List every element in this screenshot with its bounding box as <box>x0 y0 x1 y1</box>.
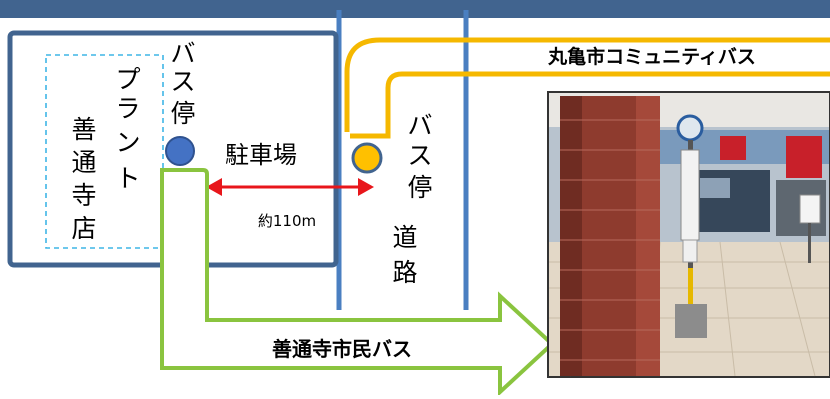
plant-label: プ ラ ン ト <box>115 65 140 193</box>
marugame-route-outer <box>344 37 830 132</box>
bus-stop-left-char: ス <box>170 67 195 96</box>
marugame-bus-label: 丸亀市コミュニティバス <box>547 45 756 68</box>
bus-stop-left-char: バ <box>170 39 195 68</box>
store-label-char: 店 <box>71 214 96 243</box>
bus-stop-left-char: 停 <box>170 99 195 128</box>
bus-stop-right-char: バ <box>407 111 432 140</box>
marugame-route-inner <box>350 71 830 139</box>
store-label-char: 通 <box>71 148 96 177</box>
bus-stop-left-label: バ ス 停 <box>170 39 195 128</box>
store-label-char: 寺 <box>71 181 96 210</box>
bus-stop-right-marker <box>351 142 383 174</box>
bus-stop-left-marker <box>165 136 195 166</box>
zentsuji-bus-label: 善通寺市民バス <box>272 337 412 361</box>
plant-label-char: プ <box>115 65 140 94</box>
bus-stop-right-char: 停 <box>407 173 432 202</box>
road-label-char: 道 <box>392 223 417 252</box>
plant-label-char: ラ <box>115 94 140 123</box>
distance-arrow <box>206 178 374 196</box>
bus-stop-right-char: ス <box>407 141 432 170</box>
bus-stop-photo <box>547 91 830 378</box>
plant-label-char: ン <box>115 128 140 157</box>
store-label-char: 善 <box>71 115 96 144</box>
store-label: 善 通 寺 店 <box>71 115 96 243</box>
distance-label: 約110m <box>258 212 316 230</box>
road-label-char: 路 <box>392 258 417 287</box>
road-label: 道 路 <box>392 223 417 287</box>
top-frame-bar <box>0 0 830 18</box>
zentsuji-route-arrow <box>160 168 555 397</box>
plant-store-box <box>45 54 164 249</box>
plant-label-char: ト <box>115 164 140 193</box>
bus-stop-right-label: バ ス 停 <box>407 111 432 202</box>
parking-label: 駐車場 <box>225 141 297 169</box>
